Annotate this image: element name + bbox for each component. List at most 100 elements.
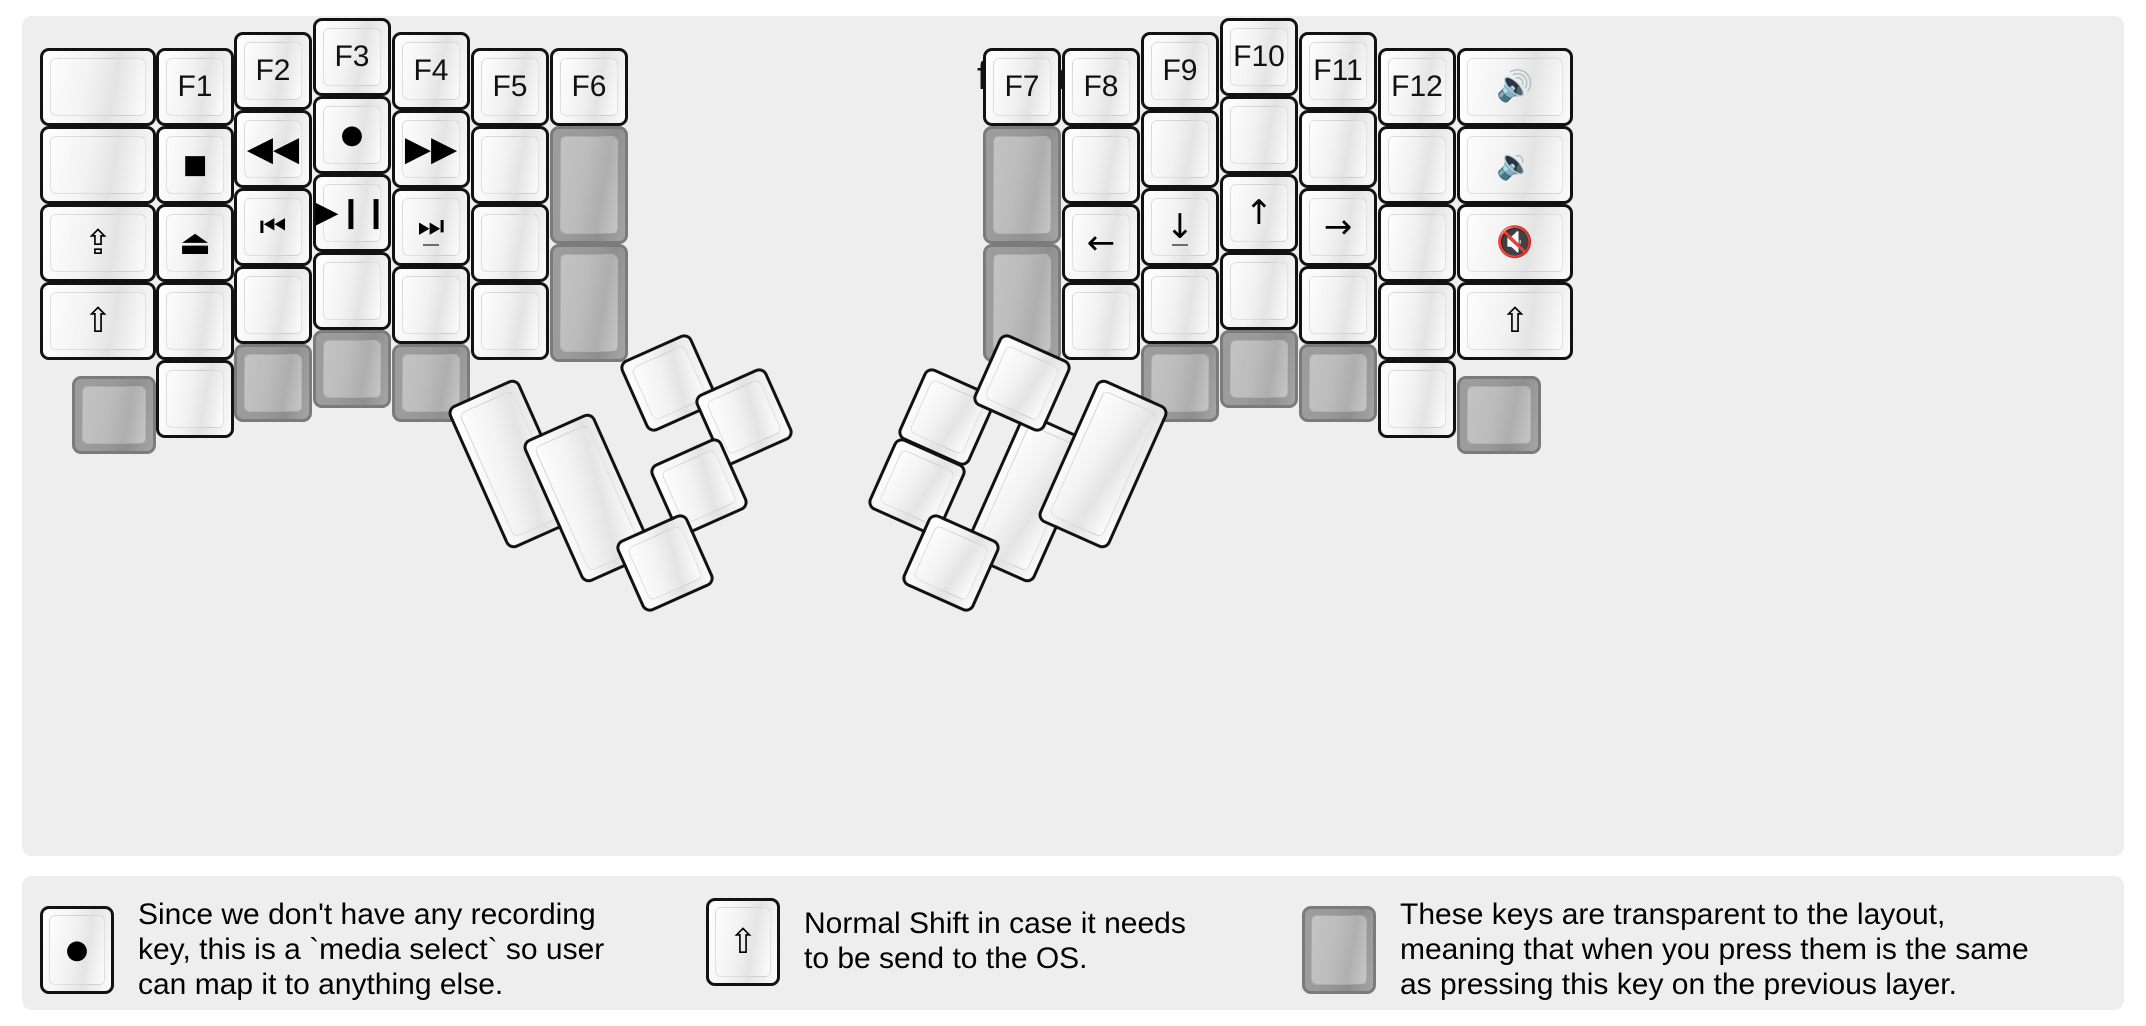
keycap-face (481, 292, 539, 350)
left-r4-c2[interactable] (156, 282, 234, 360)
keycap-face: 🔊 (1467, 58, 1563, 116)
right-r4-c2[interactable] (1062, 282, 1140, 360)
arrow-up-icon: ↑ (1244, 193, 1274, 233)
left-r1-c4[interactable]: F3 (313, 18, 391, 96)
right-r4-c6[interactable] (1378, 282, 1456, 360)
arrow-left-icon: ← (1086, 223, 1116, 263)
left-r2-c4[interactable]: ● (313, 96, 391, 174)
keycap-face (660, 448, 738, 526)
keycap-face (1230, 106, 1288, 164)
right-r3-c2[interactable]: ← (1062, 204, 1140, 282)
right-r1-c3[interactable]: F9 (1141, 32, 1219, 110)
right-r3-c6[interactable] (1378, 204, 1456, 282)
right-r4-c3[interactable] (1141, 266, 1219, 344)
left-r3-c6[interactable] (471, 204, 549, 282)
left-r4-c4[interactable] (313, 252, 391, 330)
keycap-face: ▶▶ (402, 120, 460, 178)
key-label: F6 (571, 70, 607, 103)
right-r5-c4[interactable] (1220, 330, 1298, 408)
keycap-face: F5 (481, 58, 539, 116)
keycap-face: F9 (1151, 42, 1209, 100)
right-r4-c5[interactable] (1299, 266, 1377, 344)
left-r2-c2[interactable]: ■ (156, 126, 234, 204)
arrow-right-icon: → (1323, 207, 1353, 247)
right-r2-c5[interactable] (1299, 110, 1377, 188)
keycap-face: ⏮ (244, 198, 302, 256)
left-r4-c3[interactable] (234, 266, 312, 344)
keycap-face (1048, 390, 1158, 538)
right-r5-c7[interactable] (1457, 376, 1541, 454)
left-r2-c3[interactable]: ◀◀ (234, 110, 312, 188)
left-r2-c6[interactable] (471, 126, 549, 204)
right-r4-c7[interactable]: ⇧ (1457, 282, 1573, 360)
left-r1-c2[interactable]: F1 (156, 48, 234, 126)
right-r2-c3[interactable] (1141, 110, 1219, 188)
keycap-face: 🔇 (1467, 214, 1563, 272)
keycap-face: ⇪ (50, 214, 146, 272)
keycap-face (1151, 276, 1209, 334)
keycap-face (1151, 120, 1209, 178)
left-r1-c3[interactable]: F2 (234, 32, 312, 110)
left-r4-c5[interactable] (392, 266, 470, 344)
left-r5-c2[interactable] (156, 360, 234, 438)
keycap-face (166, 292, 224, 350)
left-r3-c3[interactable]: ⏮ (234, 188, 312, 266)
legend-shift: ⇧Normal Shift in case it needs to be sen… (706, 898, 1186, 986)
right-r3-c7[interactable]: 🔇 (1457, 204, 1573, 282)
keycap-face (560, 136, 618, 234)
key-sublegend-dash (423, 244, 439, 246)
left-r5-c1[interactable] (72, 376, 156, 454)
right-r1-c4[interactable]: F10 (1220, 18, 1298, 96)
right-r5-c5[interactable] (1299, 344, 1377, 422)
key-sublegend-dash (1172, 244, 1188, 246)
right-r3-c3[interactable]: ↓ (1141, 188, 1219, 266)
right-r2-c2[interactable] (1062, 126, 1140, 204)
right-r2-c1[interactable] (983, 126, 1061, 244)
right-r1-c5[interactable]: F11 (1299, 32, 1377, 110)
left-r1-c5[interactable]: F4 (392, 32, 470, 110)
right-r1-c1[interactable]: F7 (983, 48, 1061, 126)
right-r3-c4[interactable]: ↑ (1220, 174, 1298, 252)
keycap-face: F2 (244, 42, 302, 100)
left-r3-c1[interactable]: ⇪ (40, 204, 156, 282)
left-r2-c1[interactable] (40, 126, 156, 204)
left-r1-c1[interactable] (40, 48, 156, 126)
keycap-face (481, 136, 539, 194)
keycap-face (1230, 340, 1288, 398)
key-label: F12 (1391, 70, 1443, 103)
left-r1-c7[interactable]: F6 (550, 48, 628, 126)
left-r2-c5[interactable]: ▶▶ (392, 110, 470, 188)
left-r4-c6[interactable] (471, 282, 549, 360)
key-label: F8 (1083, 70, 1119, 103)
right-r5-c6[interactable] (1378, 360, 1456, 438)
right-r2-c6[interactable] (1378, 126, 1456, 204)
key-label: F3 (334, 40, 370, 73)
left-r3-c5[interactable]: ⏭ (392, 188, 470, 266)
left-r3-c2[interactable]: ⏏ (156, 204, 234, 282)
left-r5-c4[interactable] (313, 330, 391, 408)
keycap-face (908, 378, 986, 456)
right-r1-c2[interactable]: F8 (1062, 48, 1140, 126)
key-label: F11 (1313, 54, 1363, 87)
right-r2-c4[interactable] (1220, 96, 1298, 174)
right-r1-c7[interactable]: 🔊 (1457, 48, 1573, 126)
keycap-face: ⇧ (1467, 292, 1563, 350)
arrow-down-icon: ↓ (1165, 207, 1195, 247)
right-r4-c4[interactable] (1220, 252, 1298, 330)
shift-icon: ⇧ (728, 922, 758, 962)
right-r2-c7[interactable]: 🔉 (1457, 126, 1573, 204)
keycap-face (402, 354, 460, 412)
right-r3-c5[interactable]: → (1299, 188, 1377, 266)
legend-transparent-key (1302, 906, 1376, 995)
right-r1-c6[interactable]: F12 (1378, 48, 1456, 126)
keycap-face (1309, 276, 1367, 334)
left-r4-c1[interactable]: ⇧ (40, 282, 156, 360)
shift-icon: ⇧ (83, 301, 113, 341)
left-r5-c5[interactable] (392, 344, 470, 422)
key-label: F4 (413, 54, 449, 87)
left-r2-c7[interactable] (550, 126, 628, 244)
left-r3-c7[interactable] (550, 244, 628, 362)
left-r1-c6[interactable]: F5 (471, 48, 549, 126)
left-r3-c4[interactable]: ▶❙❙ (313, 174, 391, 252)
left-r5-c3[interactable] (234, 344, 312, 422)
